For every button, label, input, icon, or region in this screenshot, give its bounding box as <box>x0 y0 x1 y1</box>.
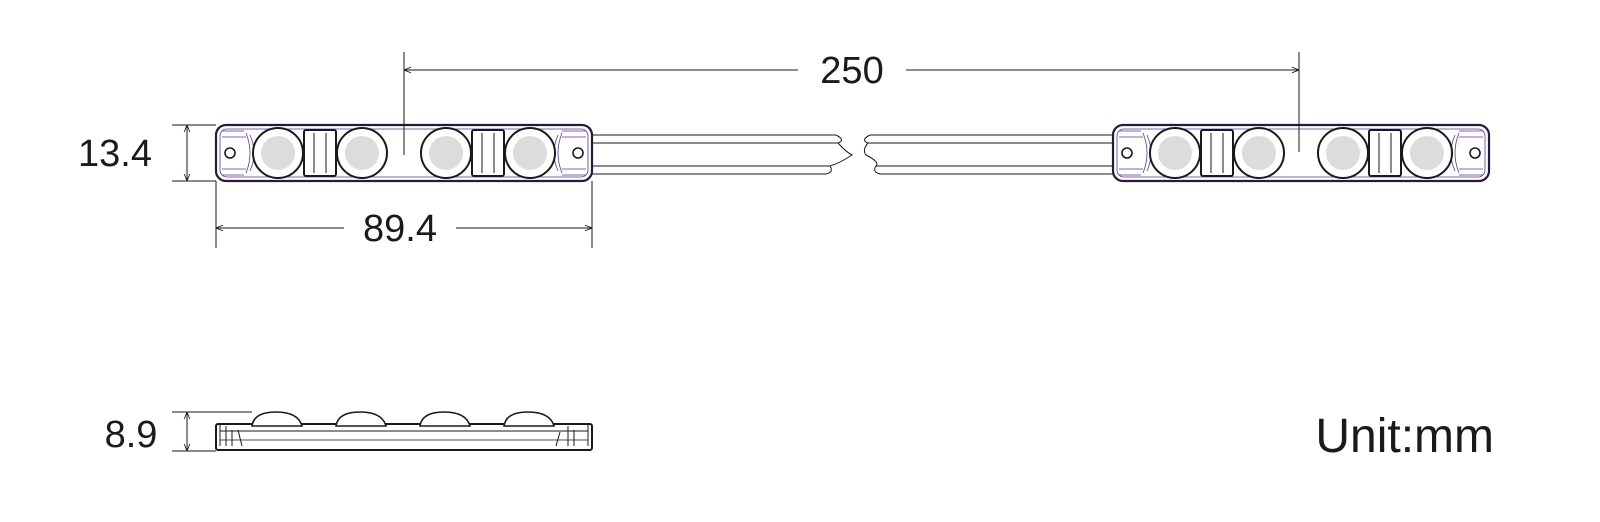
height-dimension-label: 13.4 <box>78 133 152 175</box>
module-side-view <box>215 411 593 451</box>
thickness-dimension: 8.9 <box>105 411 252 456</box>
connecting-wires <box>592 134 1113 175</box>
height-dimension: 13.4 <box>78 124 216 182</box>
length-dimension-label: 89.4 <box>363 208 437 250</box>
spacing-dimension-label: 250 <box>820 50 883 92</box>
thickness-dimension-label: 8.9 <box>105 414 158 456</box>
spacing-dimension: 250 <box>403 50 1300 155</box>
right-module-top-view <box>1111 123 1491 183</box>
unit-label: Unit:mm <box>1315 410 1494 463</box>
length-dimension: 89.4 <box>215 181 593 250</box>
